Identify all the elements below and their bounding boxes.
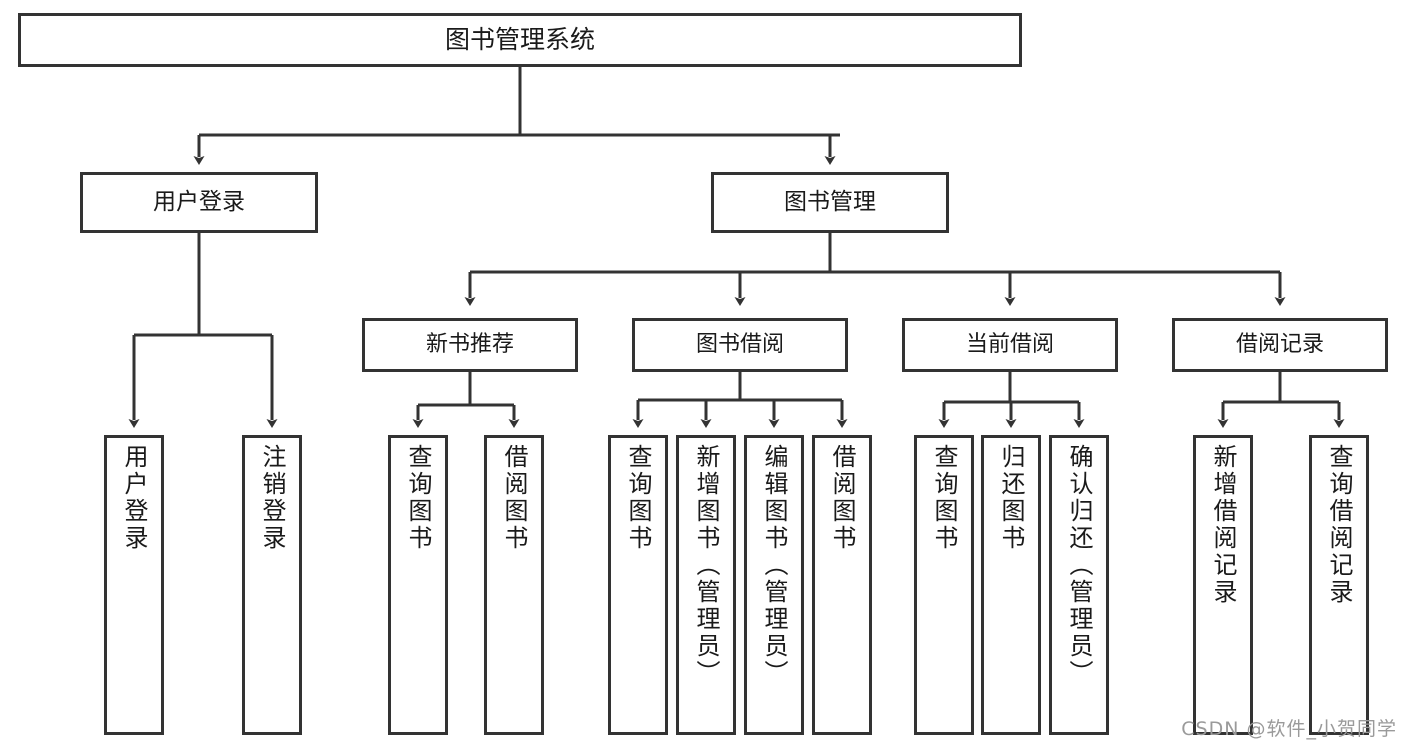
leaf-user-login[interactable]: 用户登录: [104, 435, 164, 735]
leaf-logout-login[interactable]: 注销登录: [242, 435, 302, 735]
leaf-add-book[interactable]: 新增图书（管理员）: [676, 435, 736, 735]
leaf-borrow-book-2-label: 借阅图书: [828, 444, 856, 552]
leaf-query-book-3[interactable]: 查询图书: [914, 435, 974, 735]
leaf-user-login-label: 用户登录: [120, 444, 148, 552]
node-current-borrow[interactable]: 当前借阅: [902, 318, 1118, 372]
leaf-query-book-2[interactable]: 查询图书: [608, 435, 668, 735]
leaf-return-book[interactable]: 归还图书: [981, 435, 1041, 735]
node-borrow-record[interactable]: 借阅记录: [1172, 318, 1388, 372]
leaf-borrow-book-2[interactable]: 借阅图书: [812, 435, 872, 735]
node-new-book-recommend[interactable]: 新书推荐: [362, 318, 578, 372]
leaf-edit-book[interactable]: 编辑图书（管理员）: [744, 435, 804, 735]
leaf-borrow-book-1[interactable]: 借阅图书: [484, 435, 544, 735]
node-book-manage[interactable]: 图书管理: [711, 172, 949, 233]
leaf-query-book-1[interactable]: 查询图书: [388, 435, 448, 735]
leaf-confirm-return[interactable]: 确认归还（管理员）: [1049, 435, 1109, 735]
leaf-query-record[interactable]: 查询借阅记录: [1309, 435, 1369, 735]
leaf-edit-book-label: 编辑图书（管理员）: [760, 444, 788, 687]
node-new-book-recommend-label: 新书推荐: [425, 332, 514, 358]
node-book-manage-label: 图书管理: [784, 188, 876, 215]
node-user-login-label: 用户登录: [153, 188, 245, 215]
leaf-logout-login-label: 注销登录: [258, 444, 286, 552]
node-borrow-record-label: 借阅记录: [1235, 332, 1324, 358]
leaf-query-record-label: 查询借阅记录: [1325, 444, 1353, 606]
node-book-borrow[interactable]: 图书借阅: [632, 318, 848, 372]
node-current-borrow-label: 当前借阅: [965, 332, 1054, 358]
csdn-watermark: CSDN @软件_小贺同学: [1181, 718, 1397, 740]
node-root-label: 图书管理系统: [444, 25, 595, 55]
leaf-confirm-return-label: 确认归还（管理员）: [1065, 444, 1093, 687]
leaf-query-book-1-label: 查询图书: [404, 444, 432, 552]
leaf-borrow-book-1-label: 借阅图书: [500, 444, 528, 552]
leaf-return-book-label: 归还图书: [997, 444, 1025, 552]
leaf-query-book-2-label: 查询图书: [624, 444, 652, 552]
leaf-query-book-3-label: 查询图书: [930, 444, 958, 552]
node-root[interactable]: 图书管理系统: [18, 13, 1022, 67]
leaf-add-record-label: 新增借阅记录: [1209, 444, 1237, 606]
node-book-borrow-label: 图书借阅: [695, 332, 784, 358]
node-user-login[interactable]: 用户登录: [80, 172, 318, 233]
leaf-add-record[interactable]: 新增借阅记录: [1193, 435, 1253, 735]
leaf-add-book-label: 新增图书（管理员）: [692, 444, 720, 687]
